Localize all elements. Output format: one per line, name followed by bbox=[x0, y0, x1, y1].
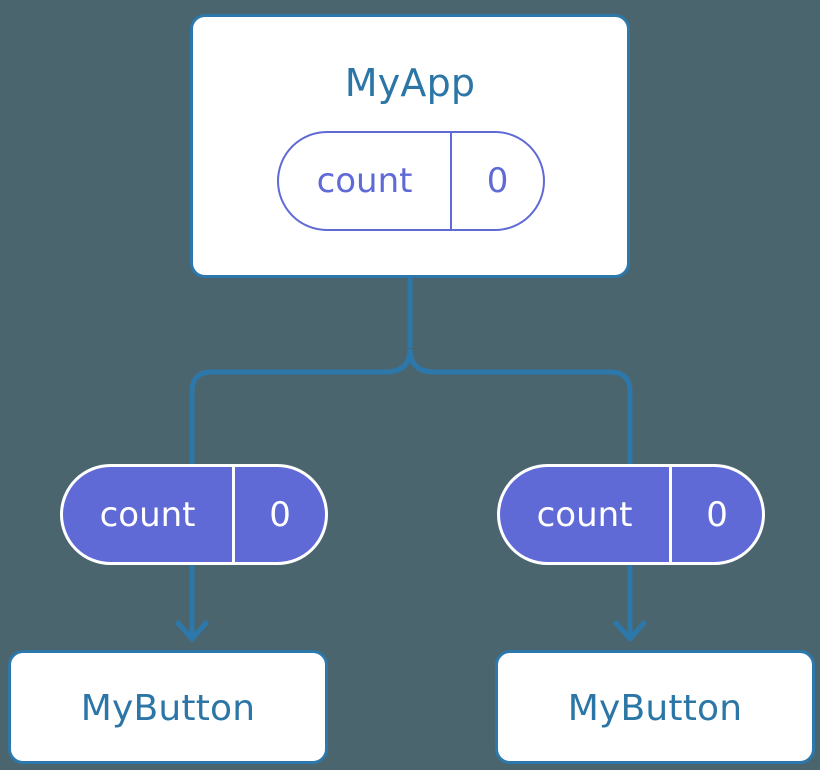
child-state-pill-left: count 0 bbox=[60, 464, 328, 565]
leaf-component-card-left: MyButton bbox=[8, 650, 328, 764]
child-state-pill-right: count 0 bbox=[497, 464, 765, 565]
leaf-component-label-right: MyButton bbox=[567, 687, 743, 729]
leaf-component-label-left: MyButton bbox=[80, 687, 256, 729]
root-state-value: 0 bbox=[450, 133, 543, 229]
root-component-label: MyApp bbox=[344, 61, 476, 105]
root-state-pill: count 0 bbox=[277, 131, 545, 231]
leaf-component-card-right: MyButton bbox=[495, 650, 815, 764]
root-state-name: count bbox=[316, 161, 413, 201]
arrow-head-right-icon bbox=[613, 620, 647, 642]
branch-line-left bbox=[189, 348, 413, 465]
child-state-value-left: 0 bbox=[232, 467, 325, 562]
arrow-head-left-icon bbox=[175, 620, 209, 642]
child-state-name-left: count bbox=[99, 494, 196, 535]
child-state-name-right: count bbox=[536, 494, 633, 535]
branch-line-right bbox=[407, 348, 633, 465]
child-state-value-right: 0 bbox=[669, 467, 762, 562]
